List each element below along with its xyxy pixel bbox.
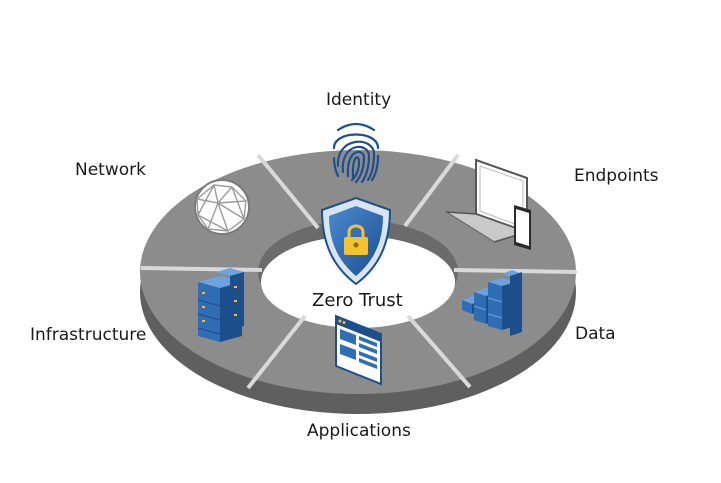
segment-label-network: Network xyxy=(75,160,146,180)
network-globe-icon xyxy=(194,179,250,235)
laptop-phone-icon xyxy=(445,158,531,250)
ring-separators xyxy=(140,153,578,390)
fingerprint-icon xyxy=(332,122,380,184)
app-window-icon xyxy=(335,314,382,386)
segment-label-data: Data xyxy=(575,324,616,344)
segment-label-applications: Applications xyxy=(307,421,411,441)
center-label: Zero Trust xyxy=(312,290,403,311)
data-cubes-icon xyxy=(462,270,522,336)
shield-lock-icon xyxy=(320,196,392,286)
server-rack-icon xyxy=(197,268,244,342)
segment-label-identity: Identity xyxy=(326,90,392,110)
segment-label-endpoints: Endpoints xyxy=(574,166,659,186)
segment-label-infrastructure: Infrastructure xyxy=(30,325,147,345)
